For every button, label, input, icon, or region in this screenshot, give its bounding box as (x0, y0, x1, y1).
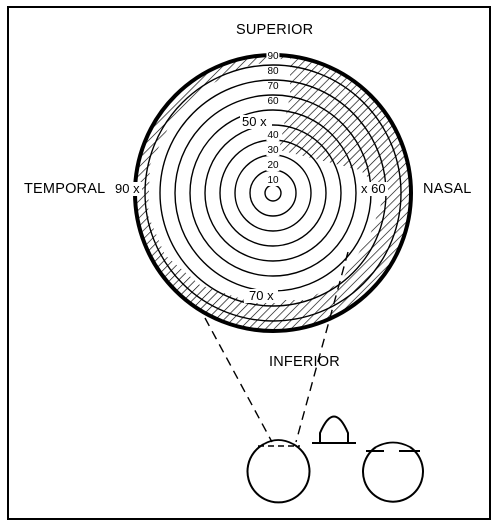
isopter-ring-90 (144, 64, 402, 322)
ring-label-60: 60 (266, 96, 280, 107)
superior-label: SUPERIOR (236, 22, 314, 38)
marker-superior-50: 50 x (240, 114, 269, 129)
ring-label-70: 70 (266, 81, 280, 92)
inferior-label: INFERIOR (269, 354, 340, 370)
ring-label-10: 10 (266, 175, 280, 186)
marker-temporal-90: 90 x (113, 181, 142, 196)
projection-line-temporal (204, 317, 273, 443)
right-eye-icon (362, 441, 424, 503)
figure-frame (7, 6, 491, 520)
ring-label-30: 30 (266, 145, 280, 156)
marker-nasal-60: x 60 (359, 181, 388, 196)
dome-lens-icon (312, 415, 356, 444)
isopter-ring-60 (189, 109, 357, 277)
ring-label-90: 90 (266, 51, 280, 62)
temporal-label: TEMPORAL (24, 181, 106, 197)
nasal-label: NASAL (423, 181, 472, 197)
projection-line-nasal (295, 251, 349, 443)
ring-label-20: 20 (266, 160, 280, 171)
ring-label-80: 80 (266, 66, 280, 77)
isopter-ring-10 (264, 184, 282, 202)
ring-label-40: 40 (266, 130, 280, 141)
marker-inferior-70: 70 x (247, 288, 276, 303)
isopter-ring-50 (204, 124, 342, 262)
left-eye-icon (246, 439, 311, 504)
